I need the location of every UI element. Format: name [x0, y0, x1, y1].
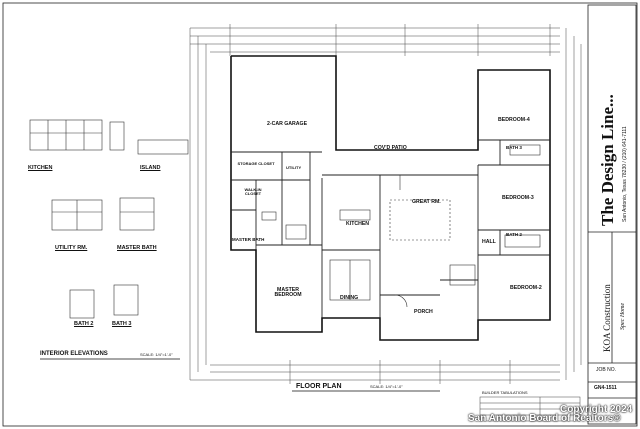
room-label-hall: HALL	[482, 239, 496, 245]
interior-elevations-scale: SCALE: 1/4"=1'-0"	[140, 352, 173, 357]
room-label-bath-2: BATH 2	[506, 232, 522, 237]
dimension-lines	[189, 24, 582, 384]
room-label-bath-3: BATH 3	[506, 145, 522, 150]
interior-walls	[231, 139, 550, 340]
floor-plan-caption: FLOOR PLAN	[296, 383, 342, 390]
elevation-label-bath-3: BATH 3	[112, 321, 132, 327]
title-block-company: The Design Line...	[598, 94, 617, 226]
room-label-covd-patio: COV'D PATIO	[374, 145, 407, 151]
interior-elevations-caption: INTERIOR ELEVATIONS	[40, 351, 108, 357]
elevation-label-island: ISLAND	[140, 165, 161, 171]
room-label-master-bath: MASTER BATH	[232, 237, 265, 242]
title-block-job-no-label: JOB NO.	[596, 367, 617, 373]
room-label-bedroom-3: BEDROOM-3	[502, 195, 534, 201]
elevation-label-utility: UTILITY RM.	[55, 245, 88, 251]
fixtures	[261, 144, 541, 308]
watermark-realtors: San Antonio Board of Realtors®	[468, 413, 621, 424]
floor-plan-scale: SCALE: 1/4"=1'-0"	[370, 384, 403, 389]
exterior-walls	[230, 55, 551, 341]
elevation-drawings	[29, 119, 189, 319]
room-label-storage: STORAGE CLOSET	[237, 161, 275, 166]
title-block-project: KOA Construction	[602, 284, 612, 352]
room-label-dining: DINING	[340, 295, 359, 301]
room-label-walkin-closet: WALK-IN CLOSET	[244, 187, 262, 196]
room-label-porch: PORCH	[414, 309, 433, 315]
room-label-garage: 2-CAR GARAGE	[266, 121, 308, 127]
title-block-address: San Antonio, Texas 78230 / (210) 641-711…	[622, 126, 628, 222]
title-block	[587, 4, 637, 425]
room-label-utility: UTILITY	[286, 165, 302, 170]
room-label-bedroom-4: BEDROOM-4	[498, 117, 530, 123]
elevation-label-bath-2: BATH 2	[74, 321, 94, 327]
builder-tabulations-table	[479, 396, 581, 422]
room-label-master-bedroom: MASTER BEDROOM	[274, 287, 302, 299]
watermark-copyright: Copyright 2024	[560, 404, 633, 415]
room-label-great-room: GREAT RM.	[412, 199, 441, 205]
builder-tabulations-heading: BUILDER TABULATIONS	[482, 390, 528, 395]
title-block-subtitle: Spec Home	[620, 302, 626, 330]
elevation-label-master-bath: MASTER BATH	[117, 245, 157, 251]
room-label-bedroom-2: BEDROOM-2	[510, 285, 542, 291]
room-label-kitchen: KITCHEN	[346, 221, 370, 227]
title-block-job-no-value: GN4-1511	[594, 385, 617, 391]
elevation-label-kitchen: KITCHEN	[28, 165, 53, 171]
